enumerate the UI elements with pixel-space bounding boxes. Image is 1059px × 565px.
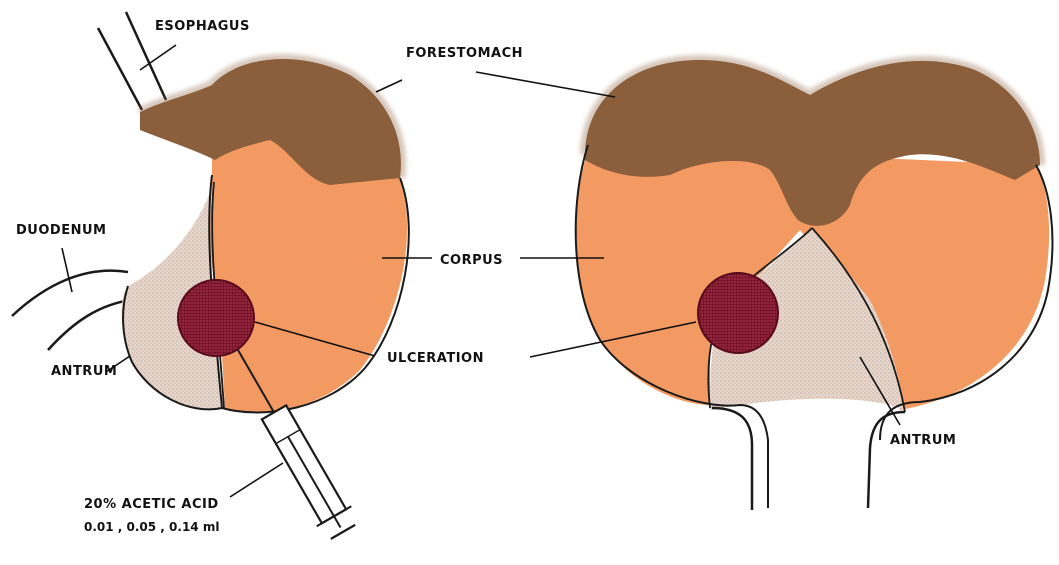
left-stomach bbox=[12, 12, 409, 542]
label-acid-volumes: 0.01 , 0.05 , 0.14 ml bbox=[84, 520, 219, 534]
label-corpus: CORPUS bbox=[440, 253, 503, 268]
right-duodenum-tube bbox=[712, 408, 905, 510]
label-duodenum: DUODENUM bbox=[16, 223, 106, 238]
label-antrum-right: ANTRUM bbox=[890, 433, 956, 448]
label-acid-name: 20% ACETIC ACID bbox=[84, 497, 219, 512]
label-antrum-left: ANTRUM bbox=[51, 364, 117, 379]
duodenum-tube bbox=[12, 271, 130, 350]
label-forestomach: FORESTOMACH bbox=[406, 46, 523, 61]
right-ulceration bbox=[698, 273, 778, 353]
label-esophagus: ESOPHAGUS bbox=[155, 19, 250, 34]
left-ulceration bbox=[178, 280, 254, 356]
right-stomach bbox=[575, 60, 1052, 510]
label-ulceration: ULCERATION bbox=[387, 351, 484, 366]
